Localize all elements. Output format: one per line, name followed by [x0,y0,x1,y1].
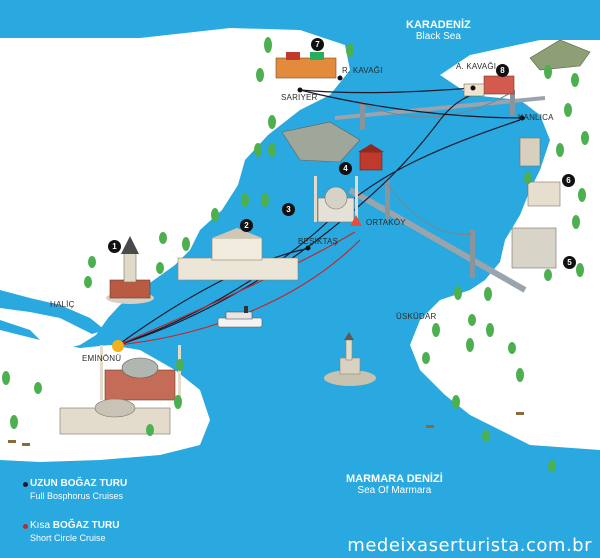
maidens-tower [324,332,376,386]
label-anadolu-kavagi: A. KAVAĞI [456,62,497,71]
marker-1: 1 [108,240,121,253]
legend-short-route-title: Kısa BOĞAZ TURU [30,520,119,531]
marmara-sea-label: MARMARA DENİZİ Sea Of Marmara [346,473,443,496]
legend-full-route-title: UZUN BOĞAZ TURU [30,478,128,489]
marker-7: 7 [311,38,324,51]
legend-short-route-name: BOĞAZ TURU [52,520,120,531]
legend-full-route: UZUN BOĞAZ TURU Full Bosphorus Cruises [23,478,128,501]
legend-short-route-dot [23,524,28,529]
sariyer-houses [275,52,337,79]
beylerbeyi-palace [527,181,561,207]
black-sea-label: KARADENİZ Black Sea [406,19,471,42]
label-eminonu: EMİNÖNÜ [82,354,122,363]
european-land [0,28,350,350]
legend-full-route-dot [23,482,28,487]
label-uskudar: ÜSKÜDAR [396,312,437,321]
rumeli-fortress [281,121,361,163]
marker-8: 8 [496,64,509,77]
ortakoy-pier [350,215,362,226]
marker-4: 4 [339,162,352,175]
legend-short-route-sub: Short Circle Cruise [30,533,106,543]
dolmabahce-palace [177,228,299,281]
yoros-castle [529,39,591,71]
legend-full-route-sub: Full Bosphorus Cruises [30,491,124,501]
trees [2,37,589,472]
ferry [217,306,263,328]
marker-6: 6 [562,174,575,187]
ortakoy-mosque [314,176,358,223]
marker-3: 3 [282,203,295,216]
marker-2: 2 [240,219,253,232]
legend-short-route-prefix: Kısa [30,520,51,531]
kanlica-tower [519,137,541,167]
marker-5: 5 [563,256,576,269]
halic-water [0,290,105,334]
north-bridge [334,90,546,130]
legend-short-route: Kısa BOĞAZ TURU Short Circle Cruise [23,520,119,543]
label-halic: HALİÇ [50,300,75,309]
short-route [117,231,361,346]
galata-tower [106,236,154,304]
tree-trunks [8,412,524,446]
south-bridge [348,180,527,293]
asian-land [410,40,600,450]
label-besiktas: BEŞİKTAŞ [298,237,339,246]
eminonu-pier [112,340,124,352]
label-ortakoy: ORTAKÖY [366,218,406,227]
hagia-sophia [100,345,181,401]
watermark: medeixaserturista.com.br [347,535,592,556]
label-sariyer: SARIYER [281,93,318,102]
red-house-4 [358,144,384,171]
kucuksu-pavilion [511,227,557,269]
stop-points [297,75,525,251]
label-rumeli-kavagi: R. KAVAĞI [342,66,383,75]
label-kanlica: KANLICA [518,113,554,122]
